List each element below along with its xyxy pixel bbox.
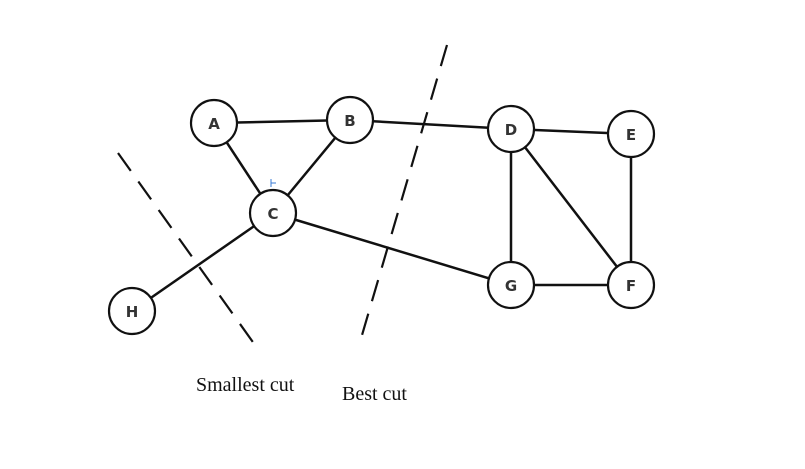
node-circle	[107, 286, 157, 336]
node-label: C	[267, 205, 278, 223]
node-d: D	[486, 104, 536, 154]
node-label: B	[344, 112, 355, 130]
node-f: F	[606, 260, 656, 310]
node-label: F	[626, 277, 636, 295]
edge-b-d	[349, 118, 512, 131]
node-label: A	[208, 115, 220, 133]
node-e: E	[606, 109, 656, 159]
edge-c-h	[131, 211, 274, 313]
smallest-cut-label: Smallest cut	[196, 374, 295, 396]
node-c: C	[248, 188, 298, 238]
node-label: G	[505, 277, 517, 295]
node-circle	[248, 188, 298, 238]
node-g: G	[486, 260, 536, 310]
node-a: A	[189, 98, 239, 148]
node-circle	[486, 260, 536, 310]
best-cut-line	[358, 44, 449, 343]
node-circle	[606, 260, 656, 310]
cursor-icon	[270, 179, 276, 187]
edge-d-f	[510, 128, 632, 286]
nodes-layer: A B C D E F G H	[107, 95, 656, 336]
edges-layer	[131, 118, 633, 313]
node-label: D	[505, 121, 517, 139]
node-label: H	[126, 303, 139, 321]
node-circle	[325, 95, 375, 145]
node-circle	[486, 104, 536, 154]
smallest-cut-line	[117, 152, 261, 353]
node-circle	[189, 98, 239, 148]
node-label: E	[626, 126, 636, 144]
node-circle	[606, 109, 656, 159]
best-cut-label: Best cut	[342, 383, 407, 405]
edge-c-g	[272, 211, 512, 287]
node-h: H	[107, 286, 157, 336]
node-b: B	[325, 95, 375, 145]
